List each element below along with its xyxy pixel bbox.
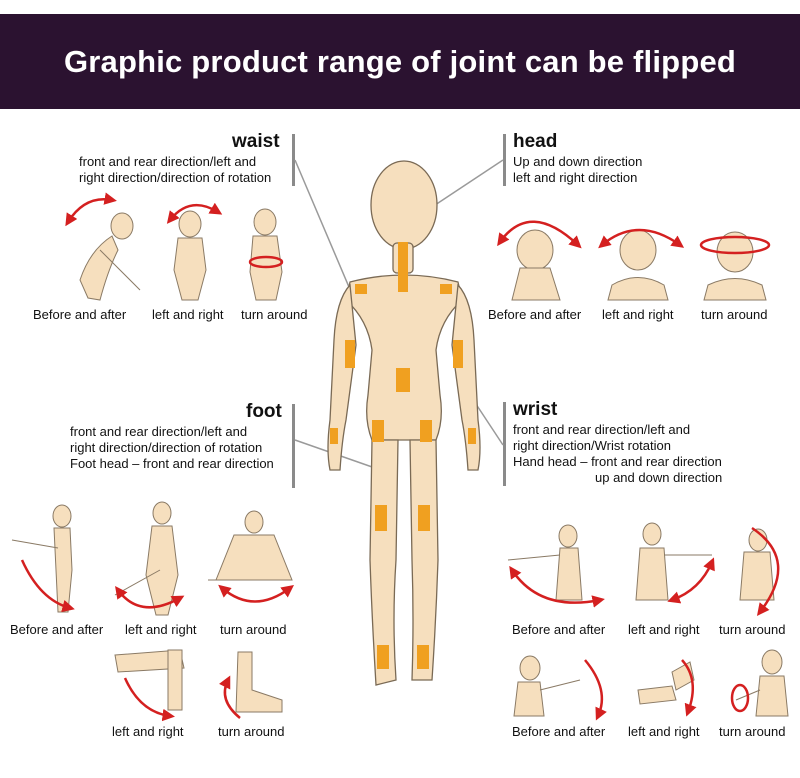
foot-ankle-left-right-figure: [114, 649, 185, 711]
joint-markers: [330, 242, 476, 669]
foot-ankle-caption-turn: turn around: [218, 724, 285, 739]
head-left-right-figure: [607, 229, 669, 301]
wrist-left-right-arrow: [667, 557, 715, 604]
title-banner: Graphic product range of joint can be fl…: [0, 14, 800, 109]
wrist-left-right-figure: [635, 522, 712, 601]
head-front-back-figure: [511, 229, 561, 301]
waist-title: waist: [232, 131, 280, 152]
head-caption-left-right: left and right: [602, 307, 674, 322]
foot-description: front and rear direction/left and right …: [70, 424, 274, 471]
central-figure: [327, 160, 481, 686]
wrist-title: wrist: [513, 399, 558, 420]
wrist-hand-turn-arrow: [730, 683, 750, 713]
waist-divider: [292, 134, 295, 186]
foot-ankle-turn-figure: [235, 651, 283, 713]
wrist-description: front and rear direction/left and right …: [513, 422, 723, 485]
wrist-caption-left-right: left and right: [628, 622, 700, 637]
waist-caption-turn: turn around: [241, 307, 308, 322]
waist-turn-figure: [249, 208, 283, 301]
waist-front-back-figure: [79, 212, 141, 301]
waist-caption-front-back: Before and after: [33, 307, 127, 322]
foot-front-back-arrow: [20, 559, 75, 613]
wrist-hand-front-back-arrow: [584, 659, 607, 721]
wrist-turn-figure: [739, 528, 775, 601]
head-turn-arrow: [699, 235, 771, 255]
waist-left-right-figure: [173, 210, 207, 301]
head-front-back-arrow: [497, 220, 582, 249]
head-left-right-arrow: [598, 228, 685, 249]
foot-ankle-left-right-arrow: [123, 677, 175, 722]
foot-caption-left-right: left and right: [125, 622, 197, 637]
waist-description: front and rear direction/left and right …: [79, 154, 272, 185]
wrist-caption-front-back: Before and after: [512, 622, 606, 637]
wrist-hand-caption-turn: turn around: [719, 724, 786, 739]
wrist-front-back-arrow: [509, 565, 605, 608]
head-title: head: [513, 131, 558, 152]
head-description: Up and down direction left and right dir…: [513, 154, 643, 185]
foot-turn-arrow: [218, 584, 295, 603]
wrist-hand-turn-figure: [735, 649, 789, 717]
foot-divider: [292, 404, 295, 488]
wrist-hand-left-right-arrow: [681, 659, 697, 717]
foot-ankle-caption-left-right: left and right: [112, 724, 184, 739]
wrist-hand-caption-front-back: Before and after: [512, 724, 606, 739]
wrist-turn-arrow: [751, 526, 780, 616]
foot-left-right-arrow: [115, 585, 185, 609]
waist-caption-left-right: left and right: [152, 307, 224, 322]
foot-ankle-turn-arrow: [219, 675, 241, 719]
foot-caption-turn: turn around: [220, 622, 287, 637]
foot-turn-figure: [208, 510, 293, 581]
wrist-hand-front-back-figure: [513, 655, 581, 717]
wrist-hand-caption-left-right: left and right: [628, 724, 700, 739]
head-turn-figure: [703, 231, 767, 301]
wrist-caption-turn: turn around: [719, 622, 786, 637]
waist-turn-arrow: [248, 255, 284, 269]
head-divider: [503, 134, 506, 186]
wrist-hand-left-right-figure: [637, 661, 695, 705]
wrist-divider: [503, 402, 506, 486]
foot-title: foot: [246, 401, 282, 422]
head-caption-turn: turn around: [701, 307, 768, 322]
waist-front-back-arrow: [65, 192, 117, 227]
waist-left-right-arrow: [166, 202, 223, 224]
wrist-front-back-figure: [507, 524, 583, 601]
foot-caption-front-back: Before and after: [10, 622, 104, 637]
foot-front-back-figure: [11, 504, 73, 613]
head-caption-front-back: Before and after: [488, 307, 582, 322]
page-title: Graphic product range of joint can be fl…: [63, 43, 737, 79]
